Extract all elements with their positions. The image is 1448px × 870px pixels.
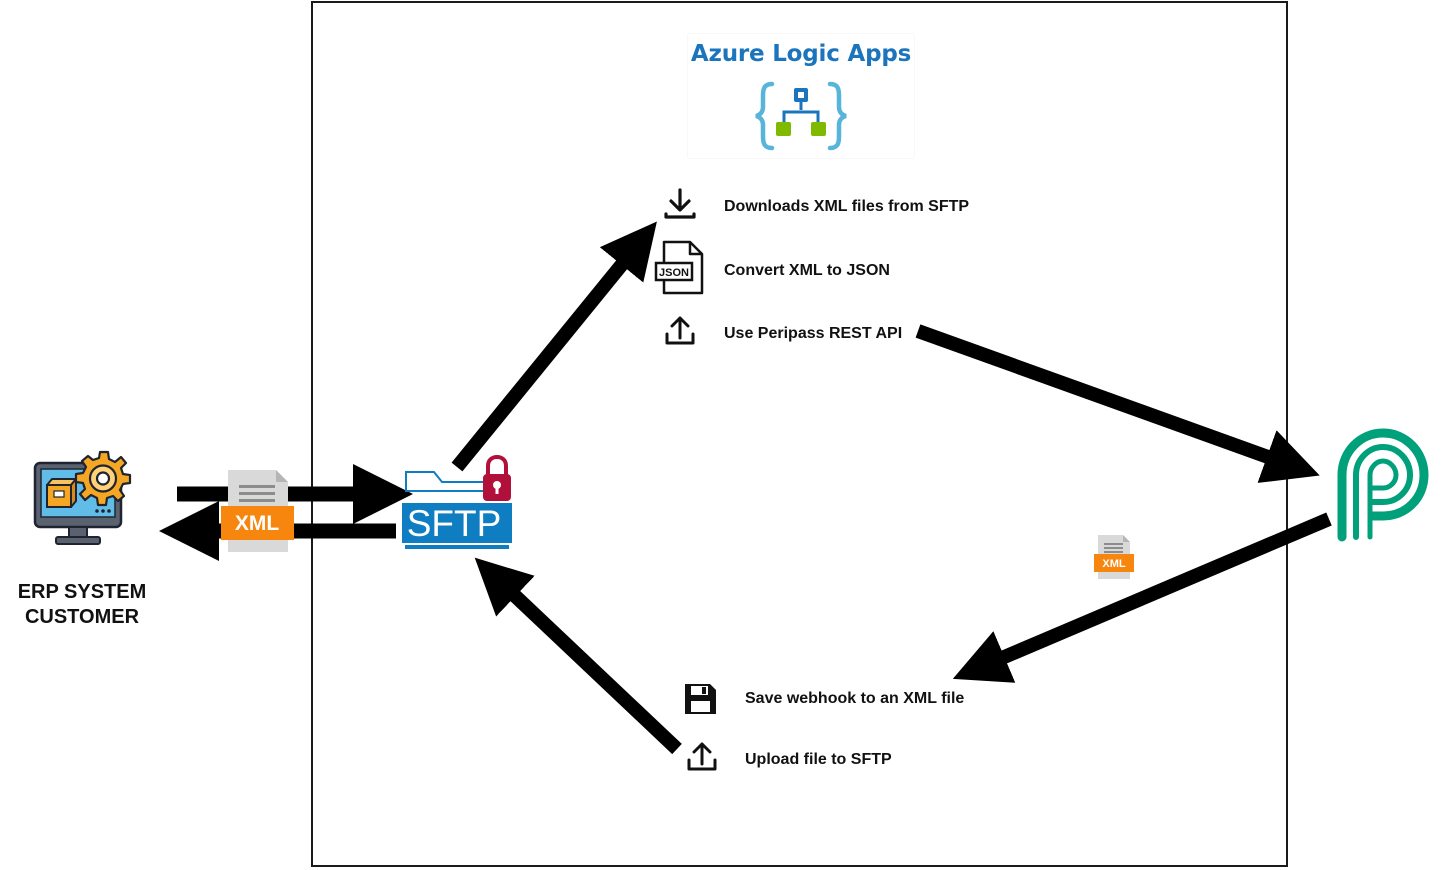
upload-icon [687, 742, 717, 771]
azure-logic-apps-title: Azure Logic Apps [690, 41, 912, 67]
xml-badge: XML [235, 512, 280, 535]
xml-badge-small-text: XML [1102, 558, 1126, 570]
step-api-label: Use Peripass REST API [724, 325, 903, 342]
upload-icon [665, 316, 695, 345]
svg-text:JSON: JSON [659, 267, 689, 279]
sftp-label-text: SFTP [407, 503, 502, 543]
xml-file-icon [221, 470, 294, 552]
sftp-label: SFTP [407, 503, 502, 543]
step-download-label: Downloads XML files from SFTP [724, 198, 970, 215]
step-save-label: Save webhook to an XML file [745, 690, 965, 707]
sftp-server-icon [402, 455, 512, 549]
step-convert-label: Convert XML to JSON [724, 262, 890, 279]
json-file-icon: JSON [654, 240, 704, 295]
erp-system-label: ERP SYSTEM CUSTOMER [4, 580, 160, 630]
xml-badge-text: XML [235, 512, 280, 535]
floppy-disk-icon [685, 684, 716, 714]
erp-system-icon [33, 450, 132, 545]
azure-logic-apps-card: Azure Logic Apps [688, 34, 914, 158]
erp-label-line2: CUSTOMER [24, 606, 140, 628]
peripass-logo [1337, 428, 1429, 542]
erp-label-line1: ERP SYSTEM [17, 581, 147, 603]
step-upload-label: Upload file to SFTP [745, 751, 892, 768]
download-icon [664, 188, 696, 219]
azure-logic-apps-icon [755, 81, 847, 151]
xml-file-icon-small: XML [1094, 535, 1134, 579]
